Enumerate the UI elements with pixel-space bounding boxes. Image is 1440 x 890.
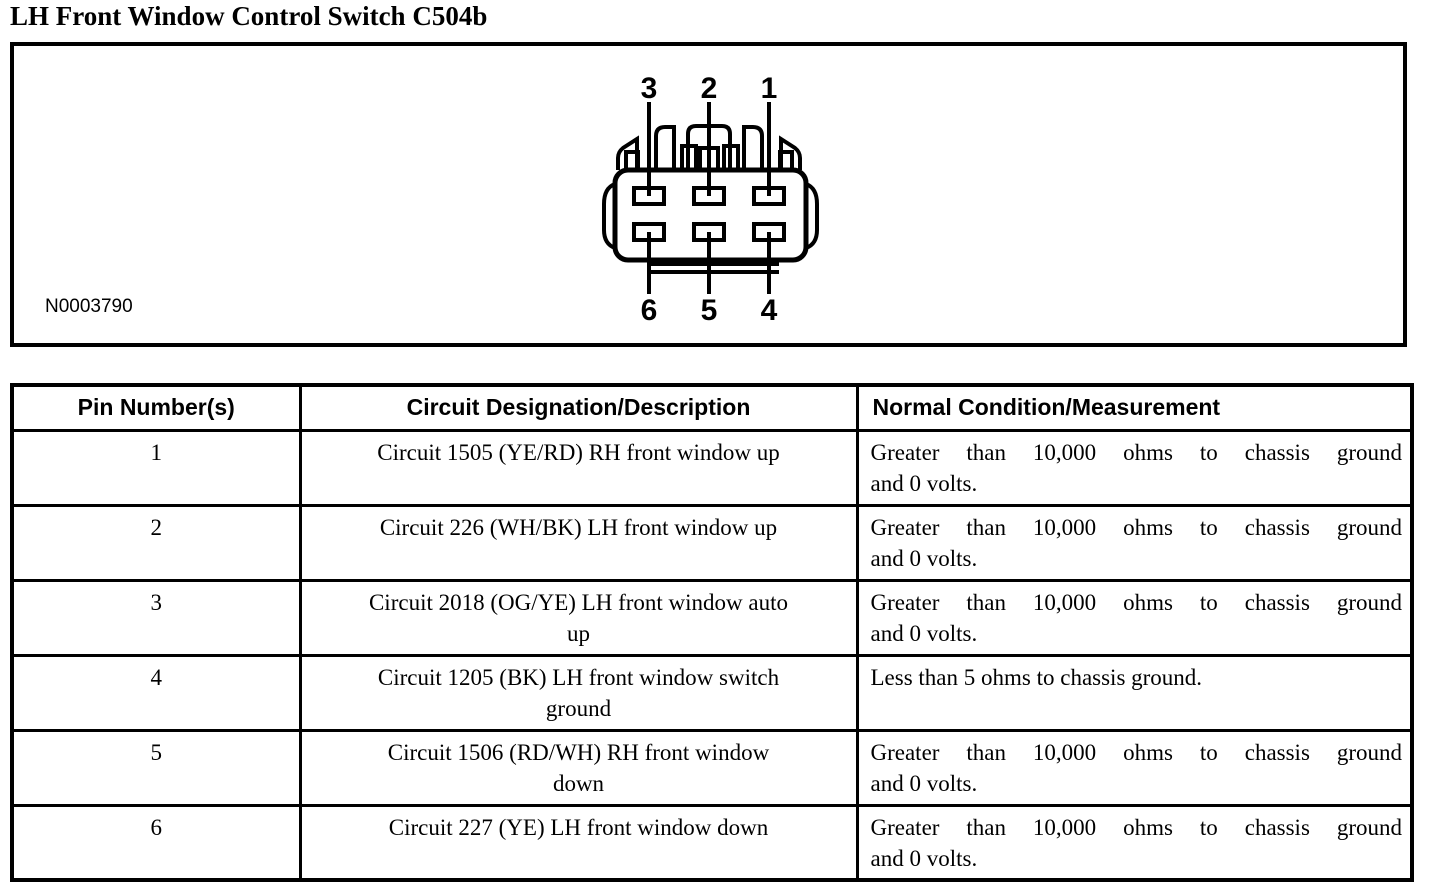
pin-label-6: 6 — [641, 294, 658, 327]
condition-cell: Greater than 10,000 ohms to chassis grou… — [855, 503, 1414, 582]
pin-label-1: 1 — [761, 72, 778, 105]
table-header-row: Pin Number(s) Circuit Designation/Descri… — [10, 383, 1414, 432]
pin-label-4: 4 — [761, 294, 778, 327]
circuit-cell: Circuit 1505 (YE/RD) RH front window up — [298, 428, 859, 507]
pin-leader-lines — [647, 102, 771, 294]
condition-text-line: Less than 5 ohms to chassis ground. — [870, 664, 1203, 690]
connector-seam-lines — [647, 262, 779, 274]
condition-text-line: and 0 volts. — [870, 470, 978, 496]
condition-cell: Greater than 10,000 ohms to chassis grou… — [855, 578, 1414, 657]
page-title: LH Front Window Control Switch C504b — [10, 1, 488, 31]
condition-text-line: Greater than 10,000 ohms to chassis grou… — [870, 739, 1403, 765]
condition-text-line: Greater than 10,000 ohms to chassis grou… — [870, 439, 1403, 465]
header-circuit-designation: Circuit Designation/Description — [298, 383, 859, 432]
condition-text-line: and 0 volts. — [870, 845, 978, 871]
condition-text-line: and 0 volts. — [870, 770, 978, 796]
pin-number-cell: 1 — [10, 428, 302, 507]
table-row: 2 Circuit 226 (WH/BK) LH front window up… — [10, 503, 1414, 582]
circuit-text-line: Circuit 227 (YE) LH front window down — [388, 814, 769, 840]
pin-number-cell: 2 — [10, 503, 302, 582]
pin-number-cell: 3 — [10, 578, 302, 657]
pin-label-5: 5 — [701, 294, 718, 327]
circuit-cell: Circuit 1205 (BK) LH front window switch… — [298, 653, 859, 732]
pin-number-cell: 4 — [10, 653, 302, 732]
table-row: 4 Circuit 1205 (BK) LH front window swit… — [10, 653, 1414, 732]
condition-cell: Greater than 10,000 ohms to chassis grou… — [855, 428, 1414, 507]
pinout-table: Pin Number(s) Circuit Designation/Descri… — [10, 383, 1414, 882]
table-row: 5 Circuit 1506 (RD/WH) RH front window d… — [10, 728, 1414, 807]
connector-figure-box: 3 2 1 6 5 4 N0003790 — [10, 42, 1407, 347]
connector-diagram: 3 2 1 6 5 4 — [602, 72, 819, 327]
condition-cell: Greater than 10,000 ohms to chassis grou… — [855, 803, 1414, 882]
circuit-cell: Circuit 227 (YE) LH front window down — [298, 803, 859, 882]
condition-cell: Less than 5 ohms to chassis ground. — [855, 653, 1414, 732]
circuit-text-line: down — [552, 770, 605, 796]
connector-side-ears — [602, 182, 819, 250]
pin-number-cell: 5 — [10, 728, 302, 807]
circuit-text-line: Circuit 1205 (BK) LH front window switch — [377, 664, 780, 690]
circuit-text-line: Circuit 226 (WH/BK) LH front window up — [379, 514, 778, 540]
circuit-text-line: Circuit 1506 (RD/WH) RH front window — [387, 739, 770, 765]
condition-text-line: Greater than 10,000 ohms to chassis grou… — [870, 589, 1403, 615]
condition-text-line: and 0 volts. — [870, 620, 978, 646]
pin-number-cell: 6 — [10, 803, 302, 882]
circuit-text-line: Circuit 1505 (YE/RD) RH front window up — [377, 439, 780, 465]
condition-cell: Greater than 10,000 ohms to chassis grou… — [855, 728, 1414, 807]
pin-label-3: 3 — [641, 72, 658, 105]
circuit-cell: Circuit 1506 (RD/WH) RH front window dow… — [298, 728, 859, 807]
circuit-text-line: up — [567, 620, 590, 646]
circuit-text-line: Circuit 2018 (OG/YE) LH front window aut… — [368, 589, 789, 615]
figure-id-label: N0003790 — [45, 296, 133, 317]
pin-label-2: 2 — [701, 72, 718, 105]
table-row: 6 Circuit 227 (YE) LH front window down … — [10, 803, 1414, 882]
circuit-text-line: ground — [545, 695, 612, 721]
circuit-cell: Circuit 2018 (OG/YE) LH front window aut… — [298, 578, 859, 657]
condition-text-line: and 0 volts. — [870, 545, 978, 571]
table-row: 3 Circuit 2018 (OG/YE) LH front window a… — [10, 578, 1414, 657]
header-normal-condition: Normal Condition/Measurement — [855, 383, 1414, 432]
circuit-cell: Circuit 226 (WH/BK) LH front window up — [298, 503, 859, 582]
header-pin-number: Pin Number(s) — [10, 383, 302, 432]
condition-text-line: Greater than 10,000 ohms to chassis grou… — [870, 514, 1403, 540]
table-row: 1 Circuit 1505 (YE/RD) RH front window u… — [10, 428, 1414, 507]
condition-text-line: Greater than 10,000 ohms to chassis grou… — [870, 814, 1403, 840]
